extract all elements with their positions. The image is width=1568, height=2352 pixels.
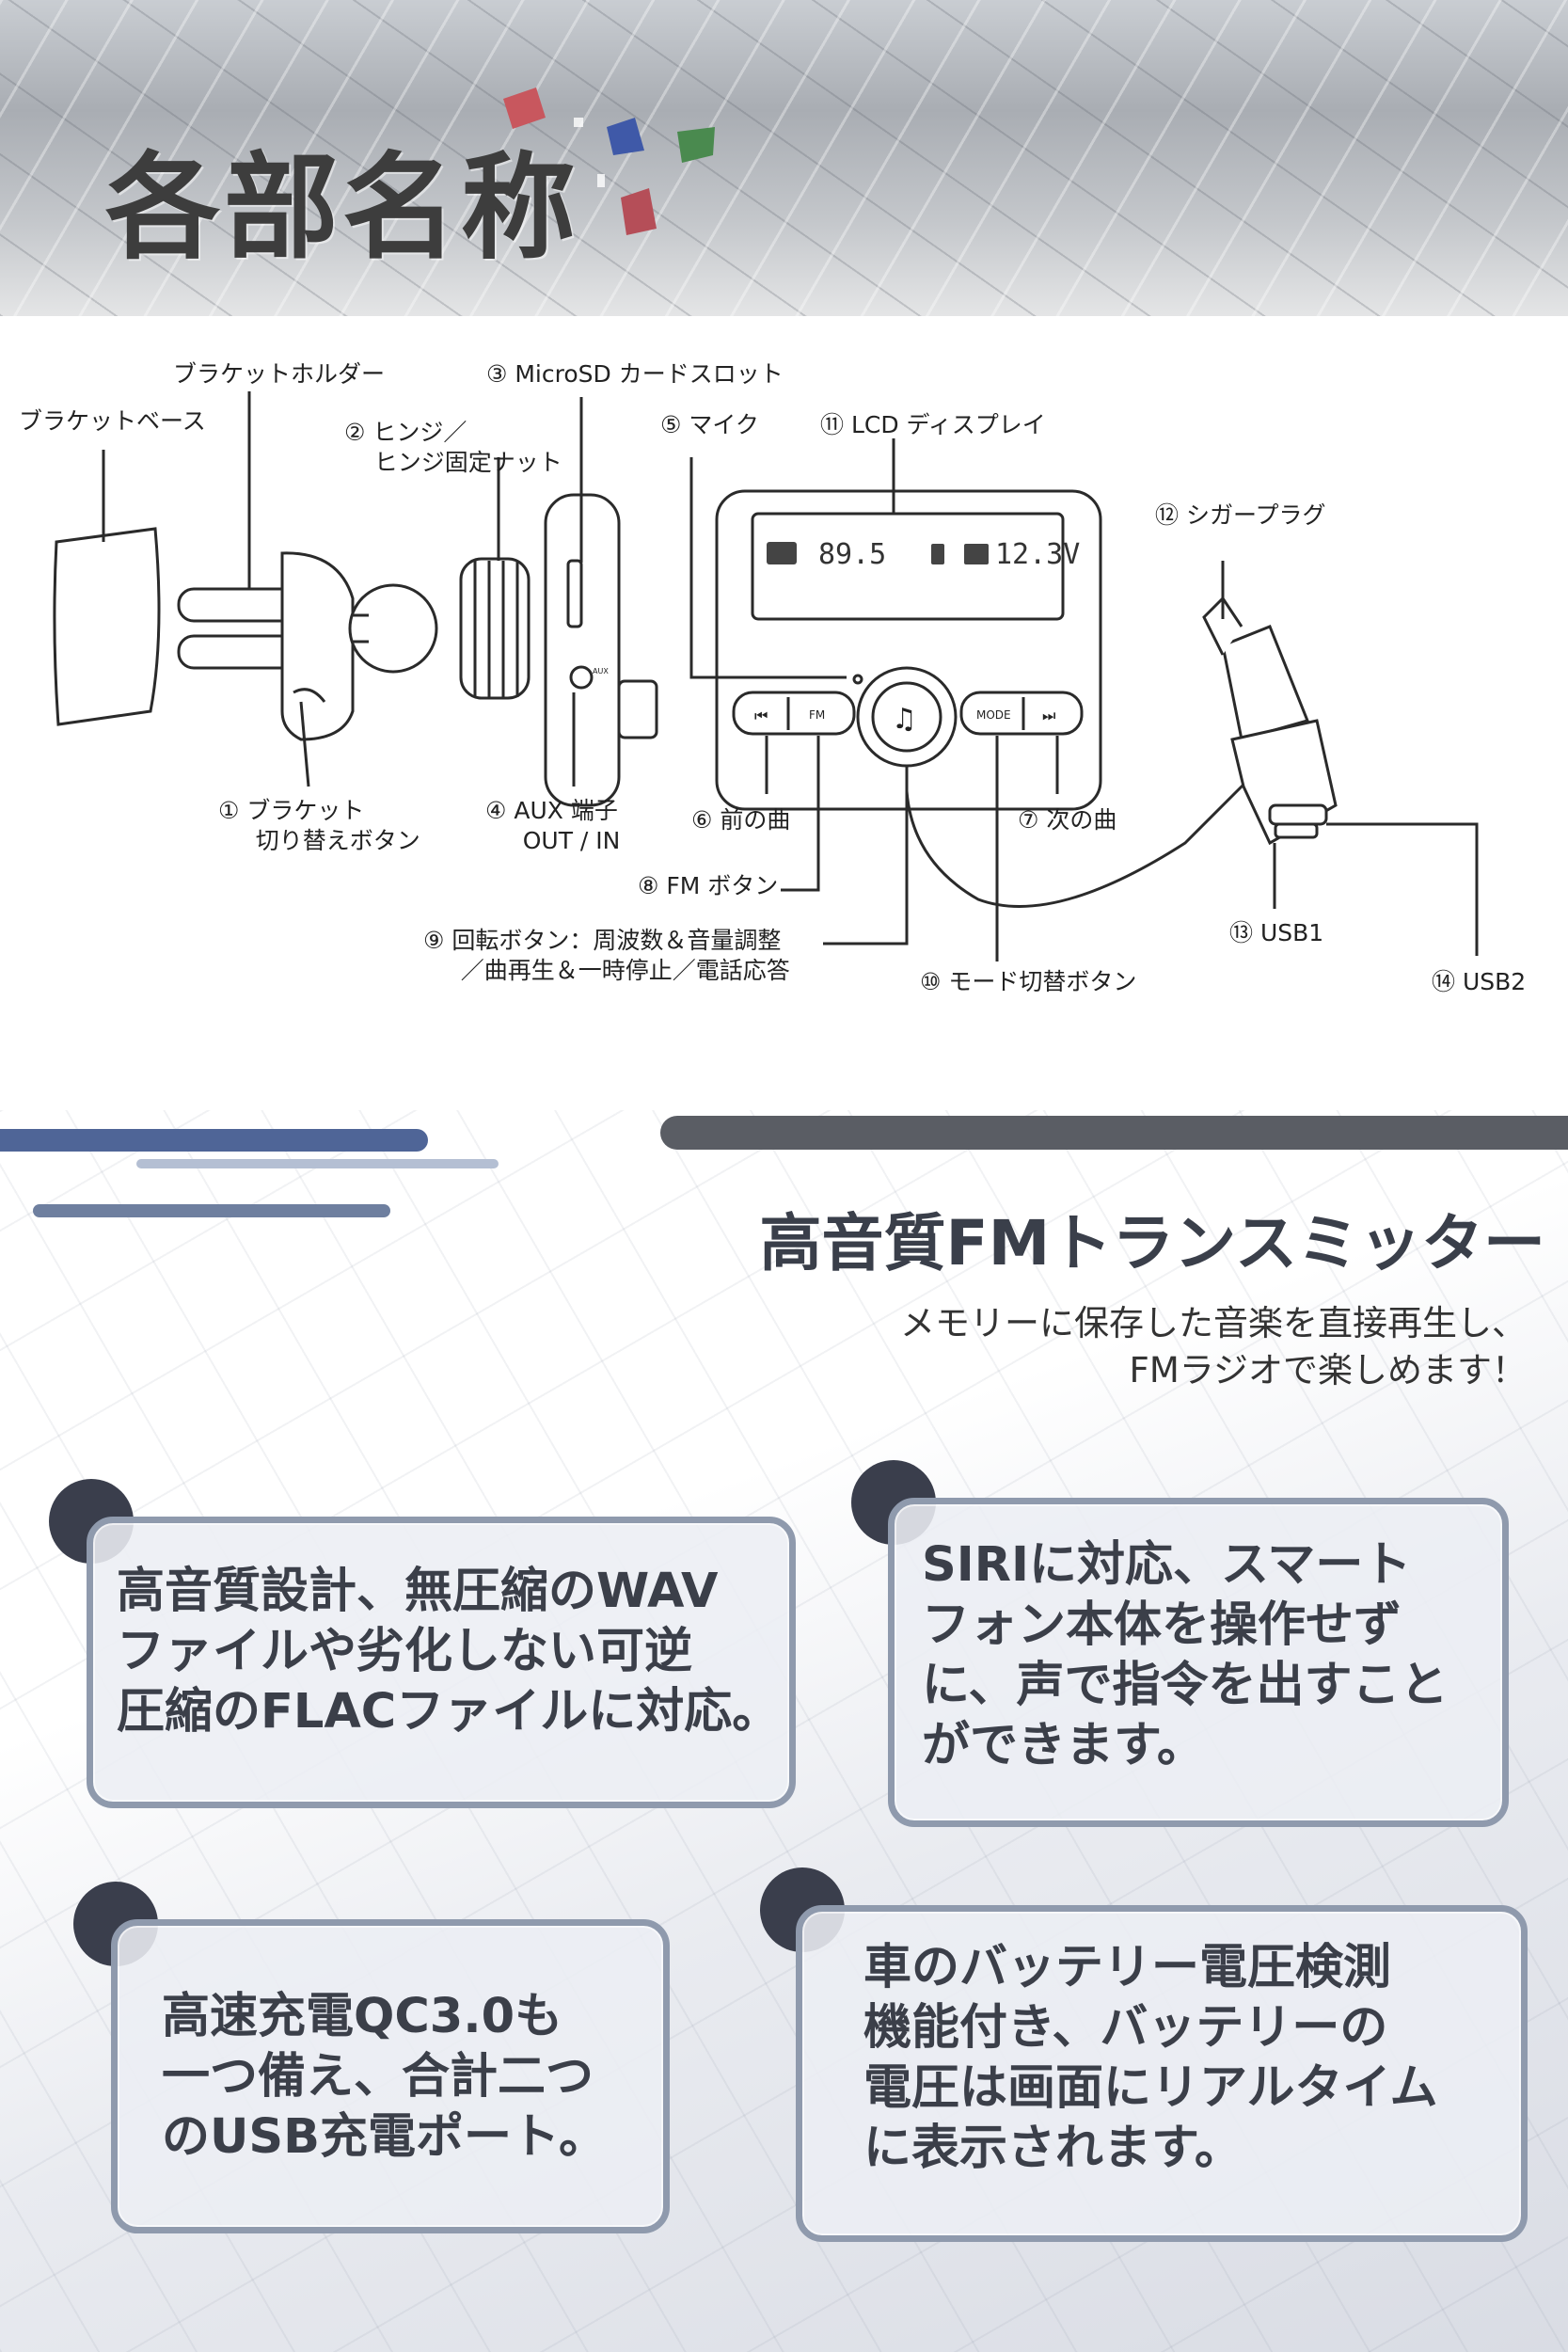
label-bracket-holder: ブラケットホルダー <box>173 360 386 388</box>
label-fm-button: ⑧ FM ボタン <box>638 872 779 899</box>
feature-text-2: SIRIに対応、スマート フォン本体を操作せず に、声で指令を出すこと ができま… <box>922 1537 1449 1773</box>
label-aux: ④ AUX 端子 OUT / IN <box>485 797 621 854</box>
lcd-frequency: 89.5 <box>818 538 886 571</box>
header-banner: 各部名称 <box>0 0 1568 316</box>
label-cigar-plug: ⑫ シガープラグ <box>1155 501 1326 529</box>
feature-text-1: 高音質設計、無圧縮のWAV ファイルや劣化しない可逆 圧縮のFLACファイルに対… <box>117 1564 781 1740</box>
deco-bar-dark <box>660 1116 1568 1150</box>
feature-subtitle: メモリーに保存した音楽を直接再生し、 FMラジオで楽しめます！ <box>900 1300 1527 1394</box>
device-illustration: 89.5 12.3V FM MODE AUX ♫ ⏮ ⏭ <box>53 391 1479 961</box>
label-usb1: ⑬ USB1 <box>1229 919 1324 946</box>
deco-bar-blue <box>0 1129 428 1152</box>
feature-text-3: 高速充電QC3.0も 一つ備え、合計二つ のUSB充電ポート。 <box>162 1989 607 2165</box>
deco-bar-small <box>33 1204 390 1217</box>
feature-box-4 <box>796 1905 1528 2242</box>
decorative-squares <box>503 87 715 235</box>
rotary-icon: ♫ <box>892 703 917 736</box>
mode-button-text: MODE <box>976 708 1011 722</box>
label-mic: ⑤ マイク <box>660 411 759 438</box>
feature-title: 高音質FMトランスミッター <box>759 1207 1545 1279</box>
label-bracket-base: ブラケットベース <box>19 407 206 435</box>
label-bracket-button: ① ブラケット 切り替えボタン <box>218 797 420 854</box>
label-mode-button: ⑩ モード切替ボタン <box>920 968 1137 995</box>
label-microsd: ③ MicroSD カードスロット <box>486 360 784 388</box>
feature-box-2 <box>888 1498 1509 1827</box>
label-usb2: ⑭ USB2 <box>1432 968 1527 995</box>
next-icon: ⏭ <box>1042 707 1055 724</box>
subtitle-text: メモリーに保存した音楽を直接再生し、 FMラジオで楽しめます！ <box>900 1303 1527 1391</box>
deco-bar-light <box>136 1159 499 1168</box>
label-lcd: ⑪ LCD ディスプレイ <box>820 411 1046 438</box>
label-hinge: ② ヒンジ／ ヒンジ固定ナット <box>344 419 562 476</box>
feature-text-4: 車のバッテリー電圧検測 機能付き、バッテリーの 電圧は画面にリアルタイム に表示… <box>863 1940 1438 2176</box>
page-title: 各部名称 <box>105 141 579 275</box>
lcd-voltage: 12.3V <box>995 538 1080 571</box>
feature-box-1 <box>87 1517 796 1808</box>
feature-box-3 <box>111 1919 670 2233</box>
label-rotary: ⑨ 回転ボタン：周波数＆音量調整 ／曲再生＆一時停止／電話応答 <box>423 927 790 984</box>
parts-diagram: 89.5 12.3V FM MODE AUX ♫ ⏮ ⏭ ブラケットベース ブラ… <box>0 316 1568 1050</box>
fm-button-text: FM <box>809 708 825 722</box>
label-prev: ⑥ 前の曲 <box>691 806 791 834</box>
aux-small-text: AUX <box>593 667 609 675</box>
label-next: ⑦ 次の曲 <box>1018 806 1117 834</box>
prev-icon: ⏮ <box>754 707 768 724</box>
